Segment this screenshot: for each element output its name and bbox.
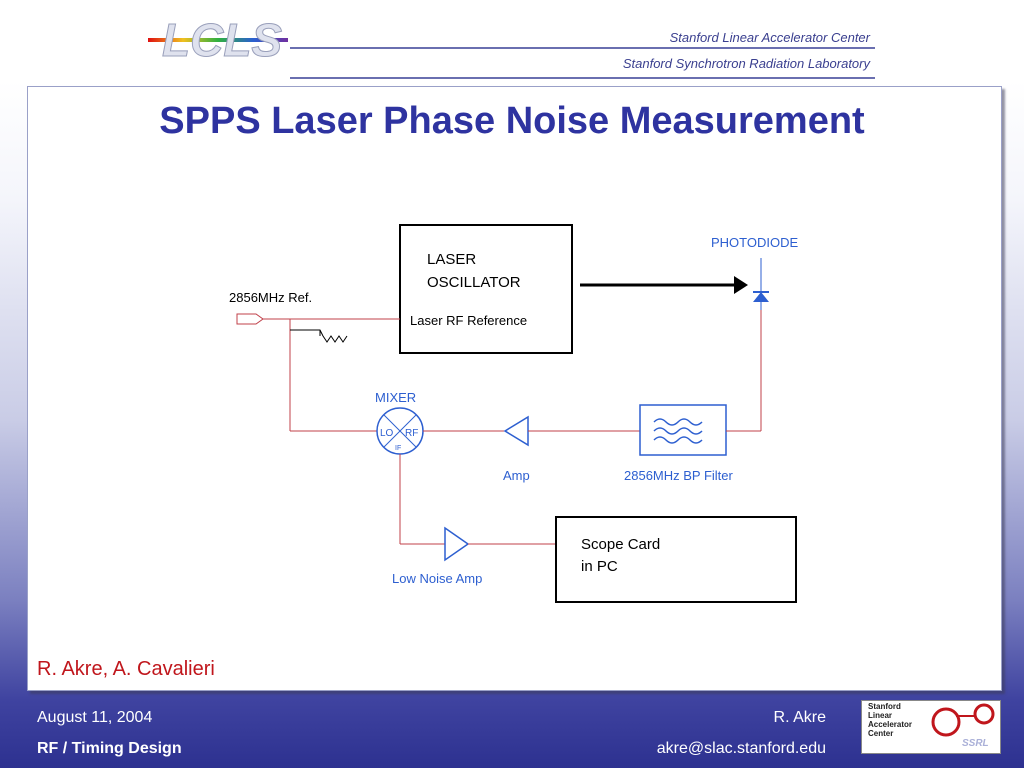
svg-text:LO: LO [380,428,394,439]
svg-text:RF: RF [405,428,418,439]
slac-logo-text: Stanford Linear Accelerator Center [868,702,913,738]
scope-card-box [555,516,797,603]
ssrl-logo-text: SSRL [962,738,989,749]
scope-label-1: Scope Card [581,536,660,553]
footer-email: akre@slac.stanford.edu [656,740,826,757]
svg-text:IF: IF [395,445,401,452]
ref-label: 2856MHz Ref. [229,290,312,305]
mixer-label: MIXER [375,390,416,405]
laser-rf-label: Laser RF Reference [410,313,527,328]
laser-label-2: OSCILLATOR [427,274,521,291]
amp-icon [503,415,529,447]
header-rule-2 [290,77,875,79]
bp-filter-box [639,404,727,456]
ref-port-icon [236,313,264,325]
footer-topic: RF / Timing Design [37,740,182,757]
org-name-slac: Stanford Linear Accelerator Center [669,30,870,45]
low-noise-amp-icon [444,526,470,562]
ssrl-ring-icon [931,703,995,737]
authors: R. Akre, A. Cavalieri [37,658,215,680]
photodiode-label: PHOTODIODE [711,235,798,250]
resistor-icon [290,329,348,343]
lcls-logo: LCLS [148,14,288,66]
filter-wave-icon [653,418,703,444]
svg-text:LCLS: LCLS [162,14,282,66]
bp-filter-label: 2856MHz BP Filter [624,468,734,483]
amp-label: Amp [503,468,530,483]
footer-date: August 11, 2004 [37,709,153,726]
laser-oscillator-box [399,224,573,354]
slide-panel [27,86,1002,691]
scope-label-2: in PC [581,558,618,575]
laser-label-1: LASER [427,251,476,268]
lna-label: Low Noise Amp [392,571,482,586]
org-name-ssrl: Stanford Synchrotron Radiation Laborator… [622,56,870,71]
slide-title: SPPS Laser Phase Noise Measurement [159,100,865,142]
laser-beam-arrowhead [734,276,748,294]
photodiode-icon [753,292,769,302]
footer-presenter: R. Akre [773,709,826,726]
header-rule-1 [290,47,875,49]
